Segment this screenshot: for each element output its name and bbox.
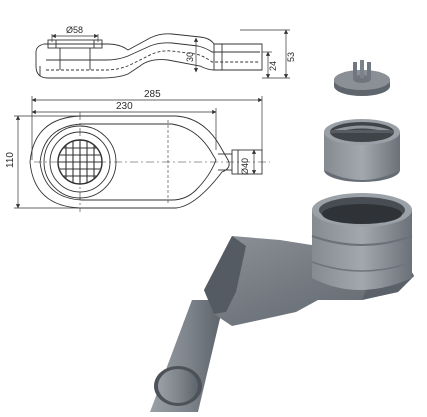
product-grate bbox=[334, 60, 390, 96]
dim-side-53: 53 bbox=[286, 52, 296, 62]
side-view bbox=[35, 33, 263, 79]
dim-side-24: 24 bbox=[268, 61, 278, 71]
dim-top-230: 230 bbox=[116, 101, 133, 112]
grate-grid bbox=[58, 140, 102, 184]
dim-side-30: 30 bbox=[185, 52, 195, 62]
side-view-dimensions bbox=[51, 29, 290, 79]
top-view-dimensions bbox=[14, 96, 263, 209]
product-seal-insert bbox=[324, 119, 400, 182]
dim-side-diameter: Ø58 bbox=[66, 25, 83, 35]
dim-top-285: 285 bbox=[144, 89, 161, 100]
side-view-outline bbox=[35, 33, 263, 79]
dim-top-110: 110 bbox=[5, 152, 16, 168]
product-siphon-body bbox=[150, 193, 414, 412]
dim-top-outlet-diameter: Ø40 bbox=[240, 158, 250, 175]
